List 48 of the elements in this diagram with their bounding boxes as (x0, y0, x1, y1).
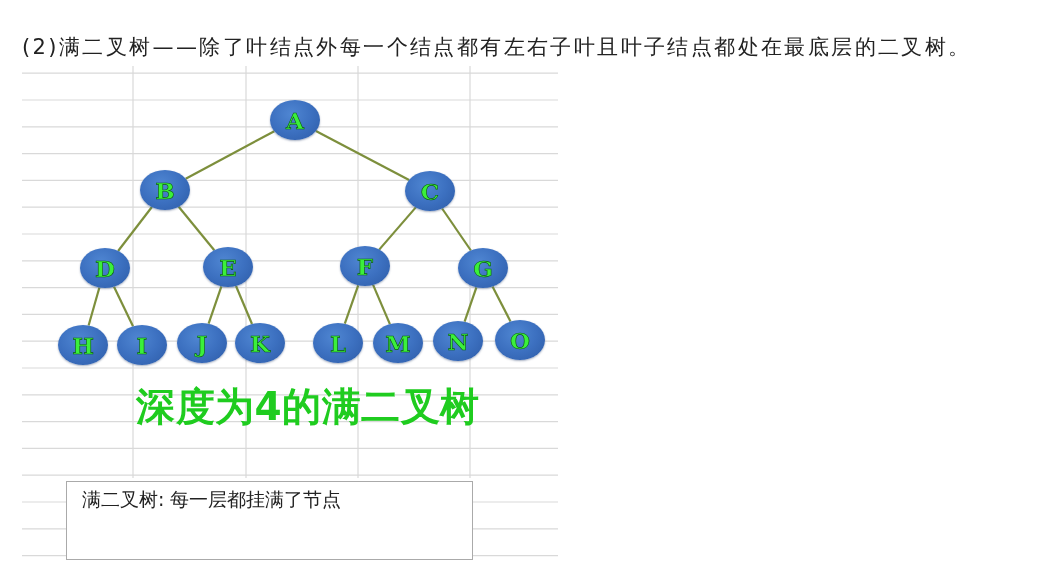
node-letter: D (95, 256, 115, 280)
node-letter: C (420, 179, 440, 203)
tree-node (177, 323, 227, 363)
tree-edge (235, 285, 253, 325)
tree-node (458, 248, 508, 288)
tree-edge (372, 284, 391, 325)
caption: 深度为4的满二叉树 (136, 386, 480, 429)
tree-node (140, 170, 190, 210)
heading: (2)满二叉树——除了叶结点外每一个结点都有左右子叶且叶子结点都处在最底层的二叉树。 (22, 34, 972, 61)
tree-edge (177, 206, 216, 251)
node-letter: I (136, 333, 148, 357)
tree-node (313, 323, 363, 363)
tree-edge (113, 286, 134, 327)
note-box (66, 481, 473, 560)
tree-edge (491, 286, 512, 322)
tree-node (58, 325, 108, 365)
tree-edge (87, 287, 101, 326)
node-letter: E (219, 255, 237, 279)
tree-node (495, 320, 545, 360)
tree-edge (117, 206, 153, 252)
node-letter: G (473, 256, 493, 280)
tree-node (203, 247, 253, 287)
tree-edge (441, 207, 472, 252)
tree-node (340, 246, 390, 286)
tree-node (235, 323, 285, 363)
node-letter: L (329, 331, 347, 355)
node-letter: N (447, 329, 469, 353)
tree-node (270, 100, 320, 140)
note-text: 满二叉树: 每一层都挂满了节点 (82, 488, 342, 511)
tree-node (373, 323, 423, 363)
tree-node (80, 248, 130, 288)
tree-edge (315, 130, 410, 181)
node-letter: F (356, 254, 374, 278)
node-letter: J (196, 331, 208, 355)
node-letter: H (72, 333, 94, 357)
node-letter: B (155, 178, 175, 202)
tree-edge (378, 206, 417, 251)
tree-edge (207, 285, 223, 325)
tree-edge (463, 286, 478, 323)
node-letter: K (250, 331, 270, 355)
node-letter: A (286, 108, 304, 132)
tree-edge (343, 284, 360, 325)
tree-node (117, 325, 167, 365)
tree-edge (185, 130, 275, 180)
tree-node (405, 171, 455, 211)
tree-node (433, 321, 483, 361)
node-letter: M (385, 331, 411, 355)
node-letter: O (509, 328, 530, 352)
